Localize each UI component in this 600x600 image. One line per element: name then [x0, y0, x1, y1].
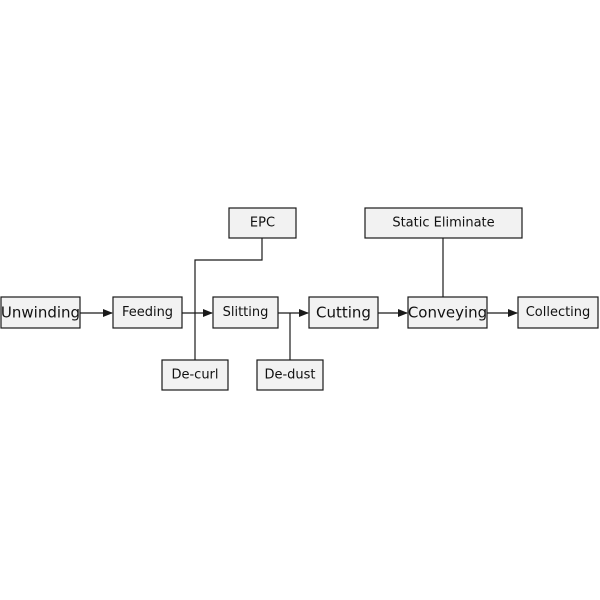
- node-collecting-label: Collecting: [526, 305, 591, 320]
- node-cutting-label: Cutting: [316, 304, 371, 322]
- node-static-eliminate-label: Static Eliminate: [392, 216, 494, 231]
- node-de-dust: De-dust: [256, 359, 324, 391]
- node-feeding-label: Feeding: [122, 305, 173, 320]
- node-de-curl-label: De-curl: [171, 368, 218, 383]
- node-collecting: Collecting: [517, 296, 599, 329]
- node-epc: EPC: [228, 207, 297, 239]
- node-conveying: Conveying: [407, 296, 488, 329]
- node-epc-label: EPC: [250, 216, 275, 231]
- node-unwinding: Unwinding: [0, 296, 81, 329]
- node-unwinding-label: Unwinding: [1, 304, 80, 322]
- node-static-eliminate: Static Eliminate: [364, 207, 523, 239]
- node-cutting: Cutting: [308, 296, 379, 329]
- node-slitting: Slitting: [212, 296, 279, 329]
- node-feeding: Feeding: [112, 296, 183, 329]
- connector-epc: [194, 238, 263, 313]
- node-conveying-label: Conveying: [408, 304, 487, 322]
- node-slitting-label: Slitting: [223, 305, 269, 320]
- node-de-curl: De-curl: [161, 359, 229, 391]
- node-de-dust-label: De-dust: [264, 368, 315, 383]
